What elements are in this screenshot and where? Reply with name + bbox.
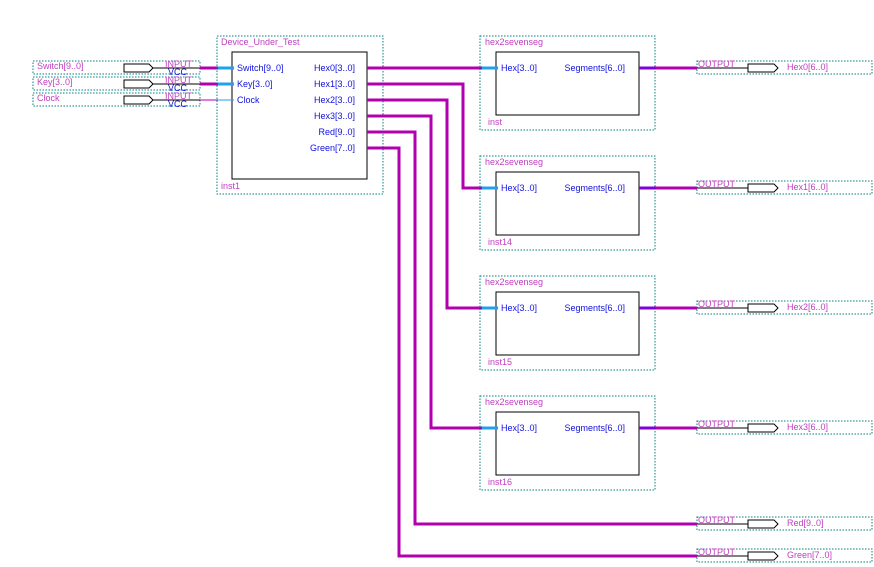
- output-pin-icon: [747, 551, 779, 561]
- output-pin-4[interactable]: OUTPUT Red[9..0]: [696, 515, 873, 531]
- port-hex2: Hex2[3..0]: [314, 95, 355, 105]
- port-hex0: Hex0[3..0]: [314, 63, 355, 73]
- output-pin-2[interactable]: OUTPUT Hex2[6..0]: [696, 299, 873, 315]
- port-clock: Clock: [237, 95, 260, 105]
- wire-hex3[interactable]: [367, 114, 482, 430]
- pin-default: VCC: [168, 83, 188, 93]
- port-switch: Switch[9..0]: [237, 63, 284, 73]
- wire-red[interactable]: [367, 130, 697, 526]
- block-title: hex2sevenseg: [485, 277, 543, 287]
- pin-name: Red[9..0]: [787, 518, 824, 528]
- port-segments: Segments[6..0]: [564, 423, 625, 433]
- output-pin-icon: [747, 63, 779, 73]
- wire-hex1[interactable]: [367, 82, 482, 190]
- block-frame: [479, 155, 656, 251]
- pin-default: VCC: [168, 99, 188, 109]
- pin-type: OUTPUT: [698, 299, 736, 309]
- output-pin-3[interactable]: OUTPUT Hex3[6..0]: [696, 419, 873, 435]
- pin-type: OUTPUT: [698, 59, 736, 69]
- pin-type: OUTPUT: [698, 515, 736, 525]
- block-body: [495, 411, 640, 476]
- pin-type: OUTPUT: [698, 419, 736, 429]
- block-instance: inst14: [488, 237, 512, 247]
- pin-type: OUTPUT: [698, 547, 736, 557]
- output-pin-icon: [747, 303, 779, 313]
- port-hex3: Hex3[3..0]: [314, 111, 355, 121]
- output-pin-icon: [747, 519, 779, 529]
- block-instance: inst16: [488, 477, 512, 487]
- pin-name: Switch[9..0]: [37, 61, 84, 71]
- pin-type: INPUT: [165, 59, 193, 69]
- block-device-under-test[interactable]: Device_Under_Test Switch[9..0] Key[3..0]…: [216, 35, 384, 195]
- wire-hex2[interactable]: [367, 98, 482, 310]
- port-segments: Segments[6..0]: [564, 63, 625, 73]
- input-pin-icon: [123, 95, 154, 105]
- pin-default: VCC: [168, 67, 188, 77]
- pin-name: Green[7..0]: [787, 550, 832, 560]
- input-pin-switch[interactable]: Switch[9..0] INPUT VCC: [32, 59, 201, 77]
- pin-type: INPUT: [165, 91, 193, 101]
- port-hex1: Hex1[3..0]: [314, 79, 355, 89]
- pin-name: Hex0[6..0]: [787, 62, 828, 72]
- block-frame: [479, 395, 656, 491]
- port-segments: Segments[6..0]: [564, 303, 625, 313]
- block-instance: inst1: [221, 181, 240, 191]
- block-body: [495, 171, 640, 236]
- input-pin-icon: [123, 63, 154, 73]
- port-hex: Hex[3..0]: [501, 63, 537, 73]
- port-hex: Hex[3..0]: [501, 183, 537, 193]
- wire-green[interactable]: [367, 146, 697, 558]
- block-title: hex2sevenseg: [485, 157, 543, 167]
- output-pin-5[interactable]: OUTPUT Green[7..0]: [696, 547, 873, 563]
- output-pin-icon: [747, 423, 779, 433]
- pin-type: INPUT: [165, 75, 193, 85]
- port-red: Red[9..0]: [318, 127, 355, 137]
- block-frame: [479, 35, 656, 131]
- output-pin-0[interactable]: OUTPUT Hex0[6..0]: [696, 59, 873, 75]
- output-pin-1[interactable]: OUTPUT Hex1[6..0]: [696, 179, 873, 195]
- input-pin-key[interactable]: Key[3..0] INPUT VCC: [32, 75, 201, 93]
- input-pin-clock[interactable]: Clock INPUT VCC: [32, 91, 201, 109]
- pin-type: OUTPUT: [698, 179, 736, 189]
- pin-name: Hex1[6..0]: [787, 182, 828, 192]
- pin-name: Key[3..0]: [37, 77, 73, 87]
- output-pin-icon: [747, 183, 779, 193]
- block-frame: [479, 275, 656, 371]
- block-instance: inst15: [488, 357, 512, 367]
- block-title: Device_Under_Test: [221, 37, 300, 47]
- block-body: [495, 291, 640, 356]
- pin-name: Hex3[6..0]: [787, 422, 828, 432]
- port-key: Key[3..0]: [237, 79, 273, 89]
- port-hex: Hex[3..0]: [501, 303, 537, 313]
- pin-name: Clock: [37, 93, 60, 103]
- block-body: [231, 51, 368, 180]
- port-green: Green[7..0]: [310, 143, 355, 153]
- block-title: hex2sevenseg: [485, 397, 543, 407]
- block-body: [495, 51, 640, 116]
- port-segments: Segments[6..0]: [564, 183, 625, 193]
- pin-name: Hex2[6..0]: [787, 302, 828, 312]
- port-hex: Hex[3..0]: [501, 423, 537, 433]
- block-instance: inst: [488, 117, 503, 127]
- block-title: hex2sevenseg: [485, 37, 543, 47]
- input-pin-icon: [123, 79, 154, 89]
